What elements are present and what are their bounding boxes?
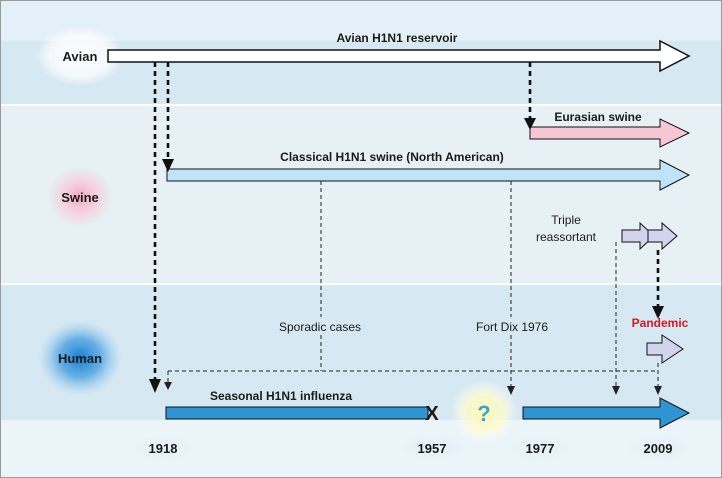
avian-band-top-fade <box>1 1 721 41</box>
pandemic-label: Pandemic <box>632 316 689 330</box>
pandemic-arrow <box>646 334 684 364</box>
year-1918: 1918 <box>149 441 178 456</box>
swine-label: Swine <box>61 190 99 205</box>
sporadic-label-backdrop <box>272 317 368 335</box>
seasonal-h1n1-reemergence-arrow <box>522 397 691 429</box>
arrowhead <box>149 379 161 393</box>
classical-swine-arrow <box>166 159 691 191</box>
triple-reassortant-arrow <box>647 221 678 251</box>
fort-dix-label: Fort Dix 1976 <box>476 320 548 334</box>
arrowhead <box>654 386 662 395</box>
fort-dix-label-backdrop <box>465 317 559 335</box>
arrowhead <box>612 386 620 395</box>
transmission-arrowheads <box>149 118 664 393</box>
year-glow <box>394 432 470 464</box>
question-glow <box>450 380 518 444</box>
triple-reassortant-label: Triple <box>551 213 581 227</box>
year-2009: 2009 <box>644 441 673 456</box>
year-1977: 1977 <box>526 441 555 456</box>
eurasian-swine-label: Eurasian swine <box>554 110 642 124</box>
classical-swine-label: Classical H1N1 swine (North American) <box>280 150 504 164</box>
swine-glow <box>48 167 112 227</box>
thin-arrowheads <box>164 382 662 395</box>
arrowhead <box>162 159 174 172</box>
thin-dashed-lines <box>167 181 659 386</box>
extinction-mark: X <box>425 403 439 425</box>
avian-reservoir-arrow <box>107 39 691 73</box>
seasonal-h1n1-label: Seasonal H1N1 influenza <box>210 389 352 403</box>
year-glow <box>620 432 696 464</box>
eurasian-swine-arrow <box>529 118 691 148</box>
year-glow <box>502 432 578 464</box>
arrowhead <box>507 386 515 395</box>
triple-reassortant-arrow <box>621 221 655 251</box>
avian-glow <box>36 26 124 86</box>
human-band-bottom-fade <box>1 420 721 477</box>
year-1957: 1957 <box>418 441 447 456</box>
seasonal-h1n1-arrow <box>165 406 429 420</box>
transmission-arrows <box>153 62 660 379</box>
arrowhead <box>524 118 536 130</box>
arrowhead <box>164 382 172 390</box>
human-label: Human <box>58 351 102 366</box>
unknown-question-mark: ? <box>477 401 490 426</box>
avian-reservoir-label: Avian H1N1 reservoir <box>337 31 458 45</box>
avian-label: Avian <box>63 49 98 64</box>
sporadic-cases-label: Sporadic cases <box>279 320 361 334</box>
triple-reassortant-label: reassortant <box>536 230 597 244</box>
year-glow <box>125 432 201 464</box>
human-glow <box>38 320 122 396</box>
arrowhead <box>652 306 664 319</box>
